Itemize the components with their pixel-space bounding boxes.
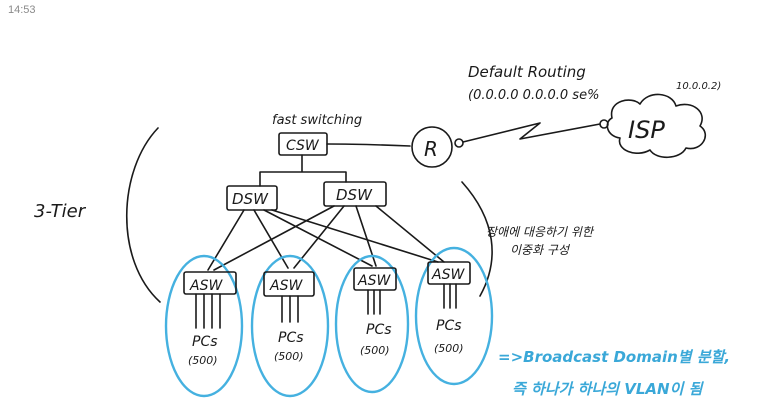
dsw-asw-mesh — [207, 205, 445, 271]
router-circle — [411, 126, 453, 168]
asw-label-4: ASW — [431, 267, 465, 283]
route-command-label: (0.0.0.0 0.0.0.0 se% — [468, 88, 599, 103]
asw-box-1 — [183, 271, 237, 295]
isp-cloud — [606, 93, 706, 159]
pc-links-4 — [443, 283, 457, 309]
serial-link — [462, 122, 601, 143]
access-group-4: ASW PCs (500) — [414, 246, 494, 386]
vlan-circle-2 — [250, 254, 330, 398]
asw-label-1: ASW — [189, 278, 223, 294]
access-group-1: ASW PCs (500) — [164, 254, 244, 398]
csw-label: CSW — [286, 138, 320, 154]
tier-left-bracket — [126, 127, 161, 303]
dsw-box-1 — [226, 185, 278, 211]
dsw-label-1: DSW — [232, 190, 269, 208]
default-routing-label: Default Routing — [468, 63, 586, 81]
pcs-count-3: (500) — [360, 344, 390, 357]
vlan-circle-1 — [164, 254, 244, 398]
dsw-box-2 — [323, 181, 387, 207]
tier-right-bracket — [461, 181, 493, 297]
vlan-circle-3 — [334, 254, 410, 394]
pcs-label-2: PCs — [278, 330, 304, 346]
router-port-icon — [454, 138, 464, 148]
vlan-circle-4 — [414, 246, 494, 386]
asw-label-2: ASW — [269, 278, 303, 294]
asw-box-3 — [353, 267, 397, 291]
router-label: R — [424, 137, 438, 161]
pcs-count-2: (500) — [274, 350, 304, 363]
redundancy-note-line1: 장애에 대응하기 위한 — [486, 225, 595, 239]
asw-label-3: ASW — [357, 273, 391, 289]
pcs-label-3: PCs — [366, 322, 392, 338]
pcs-count-1: (500) — [188, 354, 218, 367]
pcs-label-1: PCs — [192, 334, 218, 350]
pcs-label-4: PCs — [436, 318, 462, 334]
redundancy-note-line2: 이중화 구성 — [510, 243, 571, 257]
pc-links-3 — [367, 289, 381, 315]
csw-router-link — [326, 143, 411, 147]
pc-links-1 — [195, 293, 221, 329]
fast-switching-label: fast switching — [272, 113, 362, 128]
isp-label: ISP — [628, 116, 665, 144]
next-hop-label: 10.0.0.2) — [676, 81, 721, 92]
timestamp: 14:53 — [8, 4, 36, 16]
pc-links-2 — [281, 295, 299, 323]
pcs-count-4: (500) — [434, 342, 464, 355]
asw-box-2 — [263, 271, 315, 297]
dsw-label-2: DSW — [336, 186, 373, 204]
three-tier-label: 3-Tier — [34, 201, 87, 222]
asw-box-4 — [427, 261, 471, 285]
csw-dsw-links — [259, 154, 347, 187]
broadcast-note-line2: 즉 하나가 하나의 VLAN이 됨 — [512, 380, 705, 398]
broadcast-note-line1: =>Broadcast Domain별 분할, — [498, 348, 730, 366]
access-group-3: ASW PCs (500) — [334, 254, 410, 394]
access-group-2: ASW PCs (500) — [250, 254, 330, 398]
